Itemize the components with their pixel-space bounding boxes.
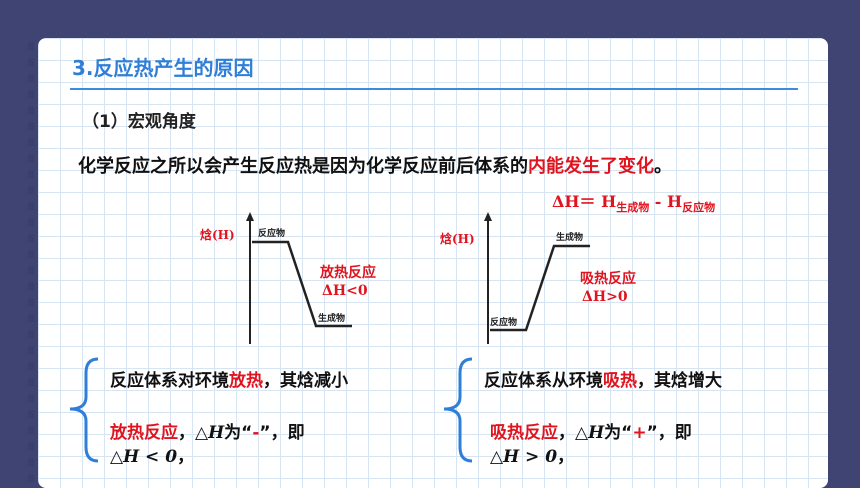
right-line1-a: 反应体系从环境 [484, 371, 603, 391]
section-subtitle: （1）宏观角度 [82, 112, 196, 132]
formula-sub-products: 生成物 [616, 201, 650, 215]
left-bottom-label: 生成物 [318, 312, 345, 324]
right-brace [443, 357, 473, 463]
formula-sub-reactants: 反应物 [682, 201, 716, 215]
right-line2: 吸热反应，△H为“+”，即 [490, 418, 692, 443]
left-line2-red: 放热反应 [110, 423, 178, 443]
right-delta-h: ΔH>0 [582, 289, 628, 305]
left-line3-a: △ [110, 447, 124, 467]
right-axis-arrow [484, 212, 492, 221]
intro-sentence: 化学反应之所以会产生反应热是因为化学反应前后体系的内能发生了变化。 [78, 152, 672, 178]
left-reaction-type: 放热反应 [320, 265, 376, 281]
right-energy-diagram: 生成物 反应物 [484, 212, 590, 344]
right-line3-a: △ [490, 447, 504, 467]
right-line3-b: > 0 [519, 447, 558, 467]
notebook-binding [28, 42, 34, 482]
right-line2-d: ”，即 [646, 423, 692, 443]
left-line2-b: ，△ [178, 423, 209, 443]
right-line1-b: ，其焓增大 [637, 371, 722, 391]
intro-highlight: 内能发生了变化 [528, 156, 654, 177]
left-line3: △H < 0， [110, 442, 194, 467]
left-y-axis-label: 焓(H) [200, 228, 235, 242]
title-underline [70, 48, 798, 90]
intro-text: 化学反应之所以会产生反应热是因为化学反应前后体系的 [78, 156, 528, 177]
right-line2-b: ，△ [558, 423, 589, 443]
right-line2-sign: + [632, 423, 647, 443]
formula-lhs: ΔH＝ H [552, 192, 617, 211]
right-line3: △H > 0， [490, 442, 574, 467]
left-line1-a: 反应体系对环境 [110, 371, 229, 391]
left-delta-h: ΔH<0 [322, 283, 368, 299]
right-line1-red: 吸热 [603, 371, 637, 391]
left-line2-h: H [208, 423, 225, 443]
left-line2: 放热反应，△H为“-”，即 [110, 418, 305, 443]
left-line2-c: 为“ [224, 423, 253, 443]
left-line3-b: < 0 [139, 447, 178, 467]
left-line1-b: ，其焓减小 [263, 371, 348, 391]
right-line3-h: H [503, 447, 520, 467]
left-top-label: 反应物 [258, 227, 285, 239]
right-top-label: 生成物 [556, 231, 583, 243]
right-reaction-type: 吸热反应 [580, 271, 636, 287]
right-line2-red: 吸热反应 [490, 423, 558, 443]
left-line1: 反应体系对环境放热，其焓减小 [110, 366, 348, 391]
right-line1: 反应体系从环境吸热，其焓增大 [484, 366, 722, 391]
left-line2-sign: - [252, 423, 260, 443]
right-line2-c: 为“ [604, 423, 633, 443]
right-line3-c: ， [557, 447, 575, 467]
formula-mid: - H [649, 192, 683, 211]
right-bottom-label: 反应物 [490, 316, 517, 328]
intro-end: 。 [654, 156, 672, 177]
left-brace [69, 357, 99, 463]
left-line3-h: H [123, 447, 140, 467]
page-title: 3.反应热产生的原因 [72, 56, 254, 80]
right-energy-path [490, 244, 590, 332]
right-y-axis-label: 焓(H) [440, 232, 475, 246]
left-energy-diagram: 反应物 生成物 [246, 212, 352, 344]
left-energy-path [252, 240, 352, 328]
right-line2-h: H [588, 423, 605, 443]
left-axis-arrow [246, 212, 254, 221]
left-line1-red: 放热 [229, 371, 263, 391]
left-line3-c: ， [177, 447, 195, 467]
left-line2-d: ”，即 [259, 423, 305, 443]
slide-card [38, 38, 828, 488]
enthalpy-formula: ΔH＝ H生成物 - H反应物 [552, 188, 715, 215]
